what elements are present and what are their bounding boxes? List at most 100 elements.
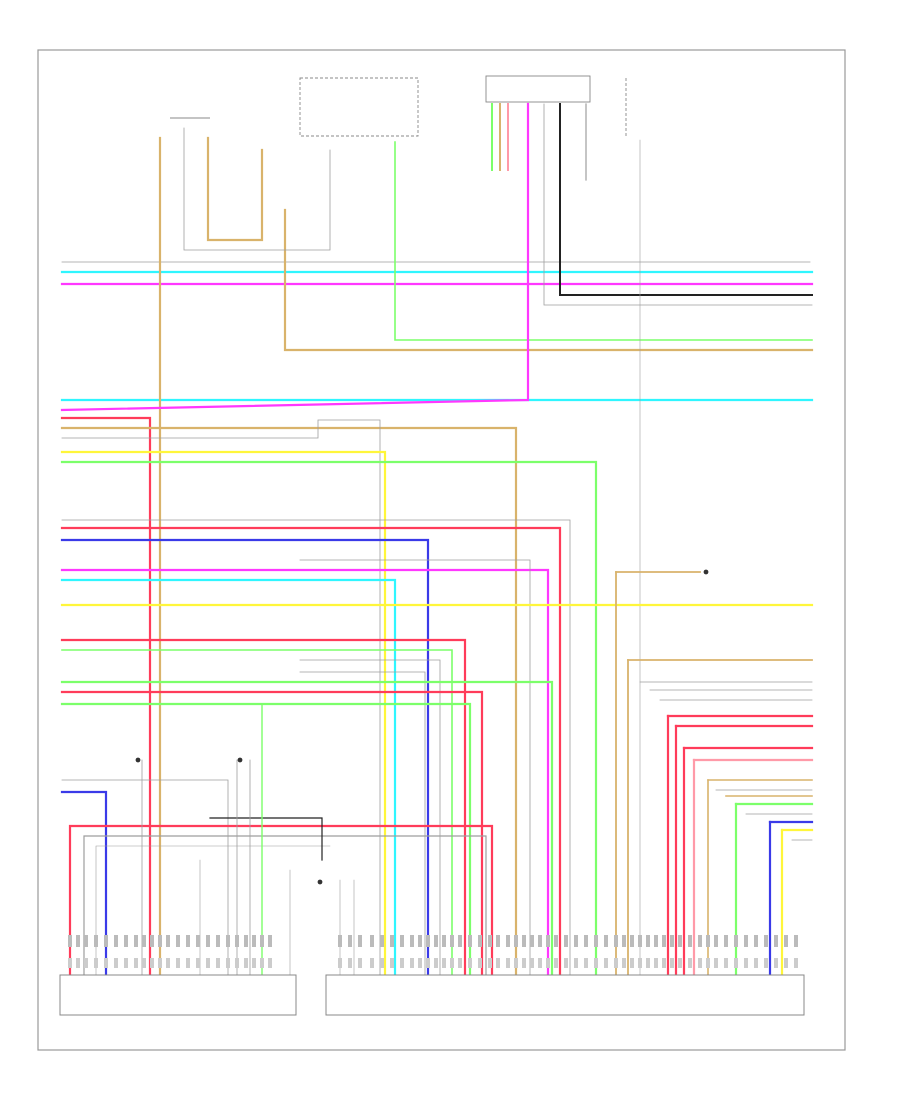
wire-gray-32 [299, 659, 441, 976]
ground-point-2 [135, 757, 141, 763]
connector-terminal-14 [186, 958, 190, 968]
connector-terminal-34 [434, 958, 438, 968]
connector-pin-64 [698, 935, 702, 947]
connector-pin-27 [370, 935, 374, 947]
wire-tan-19 [60, 426, 518, 977]
connector-pin-58 [646, 935, 650, 947]
connector-terminal-57 [638, 958, 642, 968]
wire-gray-20 [61, 419, 381, 976]
connector-terminal-62 [678, 958, 682, 968]
connector-pin-63 [688, 935, 692, 947]
left-control-unit-box [59, 974, 297, 1016]
connector-terminal-16 [206, 958, 210, 968]
connector-pin-32 [418, 935, 422, 947]
connector-terminal-56 [630, 958, 634, 968]
connector-terminal-49 [564, 958, 568, 968]
connector-pins [68, 569, 798, 968]
wire-magenta-13 [60, 102, 530, 412]
connector-terminal-74 [794, 958, 798, 968]
connector-pin-73 [784, 935, 788, 947]
connector-terminal-69 [744, 958, 748, 968]
connector-pin-4 [94, 935, 98, 947]
connector-terminal-28 [380, 958, 384, 968]
connector-terminal-68 [734, 958, 738, 968]
connector-pin-14 [186, 935, 190, 947]
wire-yellow-21 [60, 450, 387, 977]
connector-terminal-15 [196, 958, 200, 968]
connector-pin-55 [622, 935, 626, 947]
connector-terminal-44 [522, 958, 526, 968]
connector-terminal-5 [104, 958, 108, 968]
right-control-unit-box [325, 974, 805, 1016]
connector-pin-12 [166, 935, 170, 947]
connector-terminal-37 [458, 958, 462, 968]
connector-terminal-67 [724, 958, 728, 968]
connector-pin-31 [410, 935, 414, 947]
connector-pin-61 [670, 935, 674, 947]
wire-gray-67 [83, 835, 487, 976]
connector-terminal-29 [390, 958, 394, 968]
connector-terminal-54 [614, 958, 618, 968]
ground-point-3 [237, 757, 243, 763]
connector-terminal-63 [688, 958, 692, 968]
connector-terminal-4 [94, 958, 98, 968]
connector-pin-13 [176, 935, 180, 947]
connector-terminal-35 [442, 958, 446, 968]
connector-terminal-23 [268, 958, 272, 968]
connector-pin-30 [400, 935, 404, 947]
connector-pin-74 [794, 935, 798, 947]
connector-pin-11 [158, 935, 162, 947]
relay-box-top-center [299, 77, 419, 137]
ground-point-1 [703, 569, 709, 575]
wire-black-69 [209, 817, 323, 861]
connector-pin-49 [564, 935, 568, 947]
connector-pin-65 [706, 935, 710, 947]
top-components [170, 75, 627, 137]
connector-pin-47 [546, 935, 550, 947]
connector-terminal-9 [142, 958, 146, 968]
connector-pin-57 [638, 935, 642, 947]
connector-pin-25 [348, 935, 352, 947]
connector-terminal-36 [450, 958, 454, 968]
connector-pin-50 [574, 935, 578, 947]
connector-terminal-73 [784, 958, 788, 968]
connector-pin-38 [468, 935, 472, 947]
connector-terminal-2 [76, 958, 80, 968]
connector-terminal-50 [574, 958, 578, 968]
connector-pin-17 [216, 935, 220, 947]
connector-pin-45 [530, 935, 534, 947]
connector-pin-37 [458, 935, 462, 947]
wire-green-36 [60, 702, 472, 977]
connector-terminal-47 [546, 958, 550, 968]
connector-terminal-13 [176, 958, 180, 968]
connector-terminal-18 [226, 958, 230, 968]
connector-terminal-33 [426, 958, 430, 968]
wire-green-22 [60, 460, 598, 977]
connector-terminal-42 [506, 958, 510, 968]
connector-terminal-19 [235, 958, 239, 968]
connector-pin-40 [488, 935, 492, 947]
connector-pin-18 [226, 935, 230, 947]
wire-red-30 [60, 638, 467, 977]
wire-tan-7 [283, 208, 814, 352]
connector-pin-26 [358, 935, 362, 947]
connector-terminal-45 [530, 958, 534, 968]
connector-pin-33 [426, 935, 430, 947]
connector-pin-59 [654, 935, 658, 947]
connector-terminal-51 [584, 958, 588, 968]
sensor-box-top-right [485, 75, 591, 103]
connector-terminal-22 [260, 958, 264, 968]
connector-pin-5 [104, 935, 108, 947]
connector-pin-29 [390, 935, 394, 947]
connector-terminal-21 [252, 958, 256, 968]
connector-terminal-60 [662, 958, 666, 968]
connector-terminal-30 [400, 958, 404, 968]
connector-terminal-65 [706, 958, 710, 968]
wire-green-31 [61, 649, 453, 976]
connector-terminal-25 [348, 958, 352, 968]
wire-blue-24 [60, 538, 430, 977]
connector-pin-44 [522, 935, 526, 947]
connector-pin-19 [235, 935, 239, 947]
